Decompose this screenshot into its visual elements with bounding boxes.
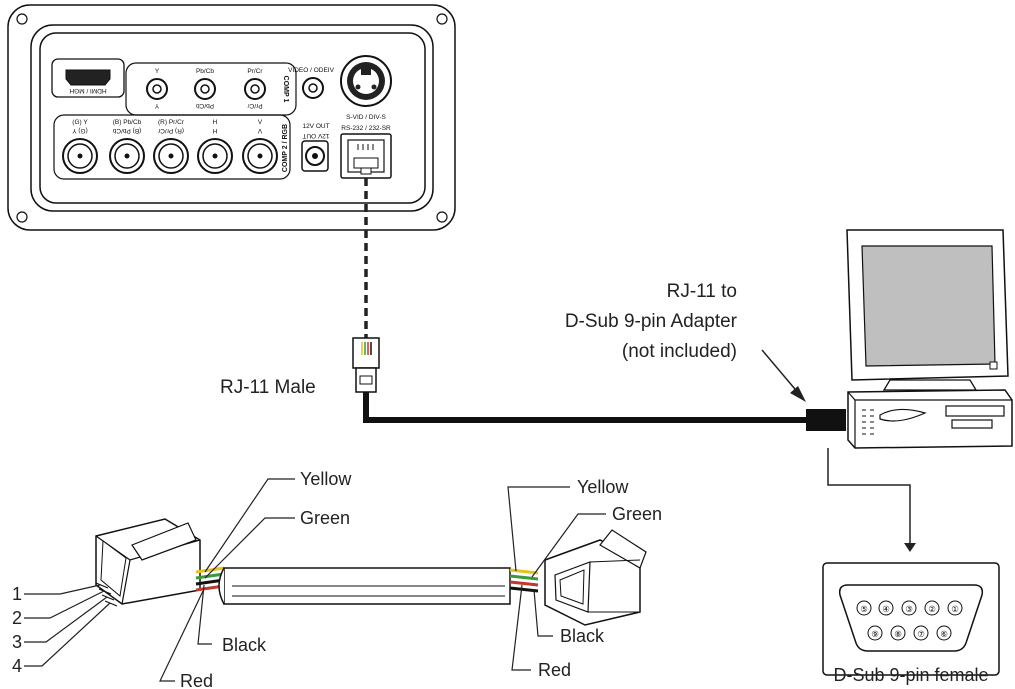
comp2-v-label: V bbox=[258, 119, 263, 126]
dsub-pin-circle bbox=[947, 600, 963, 616]
comp2-g-label-flipped: (G) Y bbox=[72, 127, 88, 134]
dsub-pin-circle bbox=[913, 625, 929, 641]
comp1-pr-label: Pr/Cr bbox=[247, 68, 263, 75]
rs232-label: RS-232 / 232-SR bbox=[341, 125, 391, 132]
adapter-label-line2: D-Sub 9-pin Adapter bbox=[565, 311, 738, 332]
pin-2-label: 2 bbox=[12, 608, 22, 628]
dsub-pin-circle bbox=[936, 625, 952, 641]
computer-icon bbox=[846, 229, 1013, 449]
latch-tab bbox=[131, 522, 197, 561]
dsub-pin-label: ② bbox=[928, 604, 936, 614]
connector-panel: HDMI / MGH Y Pb/Cb Pr/Cr Y Pb/Cb Pr/Cr C… bbox=[7, 4, 456, 231]
left-green-label: Green bbox=[300, 508, 350, 528]
12v-out-label: 12V OUT bbox=[302, 123, 329, 130]
dsub-9pin-female bbox=[822, 562, 1000, 676]
dsub-pin-label: ⑧ bbox=[894, 629, 902, 639]
comp1-pb-label-flipped: Pb/Cb bbox=[196, 102, 214, 109]
mount-screw-icon bbox=[16, 211, 28, 223]
left-black-label: Black bbox=[222, 635, 267, 655]
adapter-plug bbox=[806, 409, 846, 431]
dsub-pin-circle bbox=[901, 600, 917, 616]
serial-cable bbox=[363, 392, 808, 423]
dsub-pin-label: ① bbox=[951, 604, 959, 614]
pin-1-label: 1 bbox=[12, 584, 22, 604]
adapter-label-line3: (not included) bbox=[622, 341, 737, 362]
12v-out-label-flipped: 12V OUT bbox=[302, 132, 329, 139]
comp2-r-label: (R) Pr/Cr bbox=[158, 119, 185, 126]
dsub-pin-label: ④ bbox=[882, 604, 890, 614]
dsub-pin-label: ⑨ bbox=[871, 629, 879, 639]
dsub-pins: ⑤ ④ ③ ② ① ⑨ ⑧ ⑦ ⑥ bbox=[856, 600, 963, 641]
hdmi-port-icon bbox=[65, 69, 111, 86]
rj11-male-label: RJ-11 Male bbox=[220, 377, 316, 398]
monitor-screen bbox=[861, 245, 996, 367]
drive-slot bbox=[951, 419, 993, 429]
dsub-pin-circle bbox=[856, 600, 872, 616]
comp2-g-label: (G) Y bbox=[72, 119, 88, 126]
adapter-label-line1: RJ-11 to bbox=[667, 281, 737, 302]
comp2-h-label-flipped: H bbox=[212, 127, 217, 134]
mount-screw-icon bbox=[436, 211, 448, 223]
dsub-arrow-line bbox=[827, 448, 911, 545]
comp1-pb-label: Pb/Cb bbox=[196, 68, 214, 75]
pin-3-label: 3 bbox=[12, 632, 22, 652]
drive-slot bbox=[945, 405, 1005, 417]
dsub-pin-circle bbox=[878, 600, 894, 616]
left-red-label: Red bbox=[180, 671, 213, 689]
dsub-pin-circle bbox=[924, 600, 940, 616]
right-yellow-label: Yellow bbox=[577, 477, 629, 497]
comp2-jacks bbox=[62, 138, 278, 174]
dsub-caption: D-Sub 9-pin female bbox=[833, 665, 988, 685]
comp2-r-label-flipped: (R) Pr/Cr bbox=[157, 127, 184, 134]
comp2-side-label: COMP 2 / RGB bbox=[282, 124, 289, 172]
pin-4-label: 4 bbox=[12, 656, 22, 676]
adapter-arrow bbox=[761, 349, 801, 396]
comp1-side-label: COMP 1 bbox=[282, 76, 289, 103]
video-label: VIDEO / ODEIV bbox=[288, 67, 335, 74]
left-yellow-label: Yellow bbox=[300, 469, 352, 489]
dsub-pin-label: ⑥ bbox=[940, 629, 948, 639]
comp2-b-label-flipped: (B) Pb/Cb bbox=[112, 127, 141, 134]
dsub-pin-label: ⑤ bbox=[860, 604, 868, 614]
rj11-plug-left bbox=[95, 518, 201, 607]
hdmi-label: HDMI / MGH bbox=[69, 87, 106, 94]
comp1-jacks bbox=[146, 78, 266, 100]
comp1-pr-label-flipped: Pr/Cr bbox=[247, 102, 263, 109]
comp2-b-label: (B) Pb/Cb bbox=[113, 119, 142, 126]
comp1-y-label-flipped: Y bbox=[154, 102, 159, 109]
rj11-plug-right bbox=[544, 529, 647, 626]
comp2-h-label: H bbox=[213, 119, 218, 126]
right-red-label: Red bbox=[538, 660, 571, 680]
arrowhead-icon bbox=[904, 543, 916, 552]
rj11-male-plug bbox=[352, 337, 380, 393]
dsub-pin-label: ③ bbox=[905, 604, 913, 614]
mount-screw-icon bbox=[436, 13, 448, 25]
right-green-label: Green bbox=[612, 504, 662, 524]
mount-screw-icon bbox=[16, 13, 28, 25]
dsub-pin-label: ⑦ bbox=[917, 629, 925, 639]
comp1-y-label: Y bbox=[155, 68, 160, 75]
dsub-pin-circle bbox=[890, 625, 906, 641]
svideo-label: S-VID / DIV-S bbox=[346, 114, 386, 121]
right-black-label: Black bbox=[560, 626, 605, 646]
dsub-pin-circle bbox=[867, 625, 883, 641]
arrowhead-icon bbox=[790, 386, 806, 402]
comp2-v-label-flipped: V bbox=[257, 127, 262, 134]
